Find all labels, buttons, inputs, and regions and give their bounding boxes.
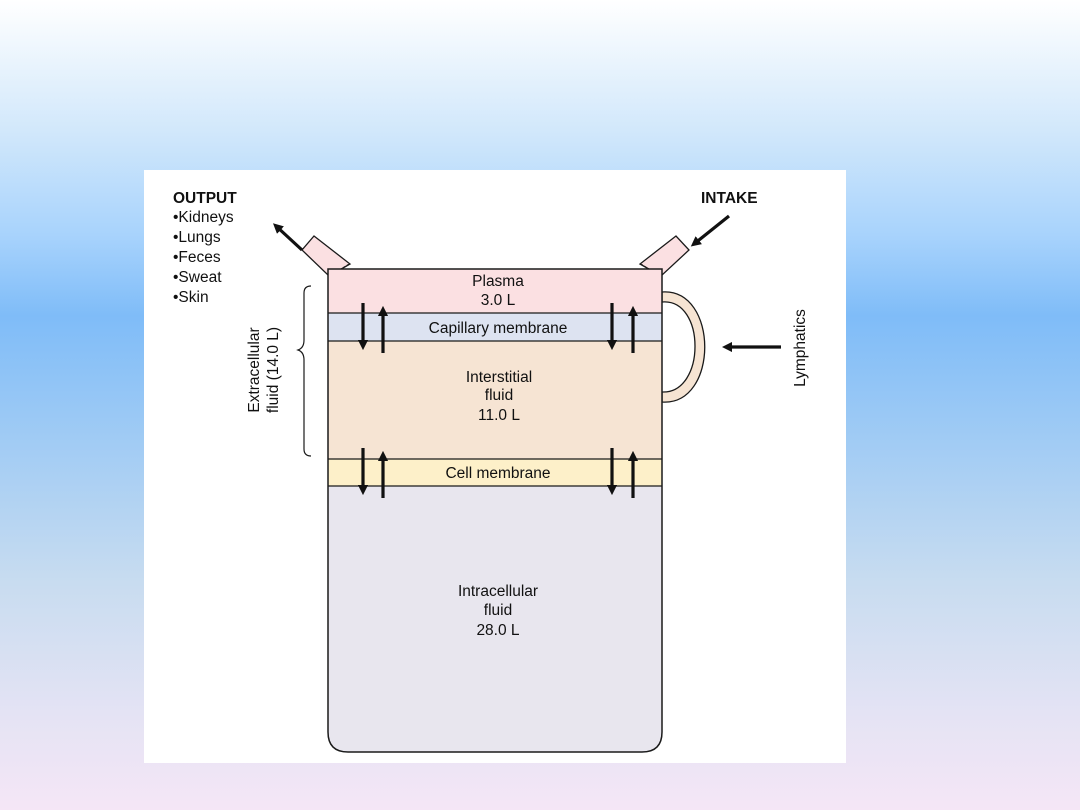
interstitial-volume: 11.0 L: [478, 407, 520, 424]
intracellular-volume: 28.0 L: [476, 622, 519, 639]
capillary-exchange-arrows-right: [606, 303, 639, 353]
plasma-compartment: [328, 269, 662, 313]
intake-heading: INTAKE: [701, 190, 758, 207]
intracellular-label-line2: fluid: [484, 602, 512, 619]
plasma-label: Plasma: [472, 273, 524, 290]
extracellular-label-line1: Extracellular: [246, 327, 263, 412]
extracellular-label-line2: fluid (14.0 L): [265, 327, 282, 413]
output-item-lungs: •Lungs: [173, 229, 221, 246]
interstitial-compartment: [328, 341, 662, 459]
lymphatics-handle: [661, 291, 706, 403]
output-item-skin: •Skin: [173, 289, 209, 306]
output-item-kidneys: •Kidneys: [173, 209, 234, 226]
output-item-sweat: •Sweat: [173, 269, 222, 286]
intracellular-label-line1: Intracellular: [458, 583, 538, 600]
interstitial-label-line1: Interstitial: [466, 369, 532, 386]
intracellular-compartment: [328, 486, 662, 752]
body-fluid-compartments-diagram: OUTPUT •Kidneys •Lungs •Feces •Sweat •Sk…: [173, 190, 809, 753]
capillary-membrane-label: Capillary membrane: [429, 320, 568, 337]
output-spout: [301, 235, 352, 277]
cell-exchange-arrows-left: [357, 448, 389, 498]
cell-exchange-arrows-right: [606, 448, 639, 498]
capillary-exchange-arrows-left: [357, 303, 389, 353]
cell-membrane-label: Cell membrane: [445, 465, 550, 482]
interstitial-label-line2: fluid: [485, 387, 513, 404]
lymphatics-label: Lymphatics: [792, 309, 809, 387]
plasma-volume: 3.0 L: [481, 292, 516, 309]
extracellular-brace: [296, 285, 312, 457]
output-heading: OUTPUT: [173, 190, 237, 207]
intake-arrow: [690, 214, 730, 247]
container-outline: [327, 268, 663, 753]
output-item-feces: •Feces: [173, 249, 221, 266]
diagram-panel: OUTPUT •Kidneys •Lungs •Feces •Sweat •Sk…: [144, 170, 846, 763]
output-arrow: [272, 223, 304, 252]
